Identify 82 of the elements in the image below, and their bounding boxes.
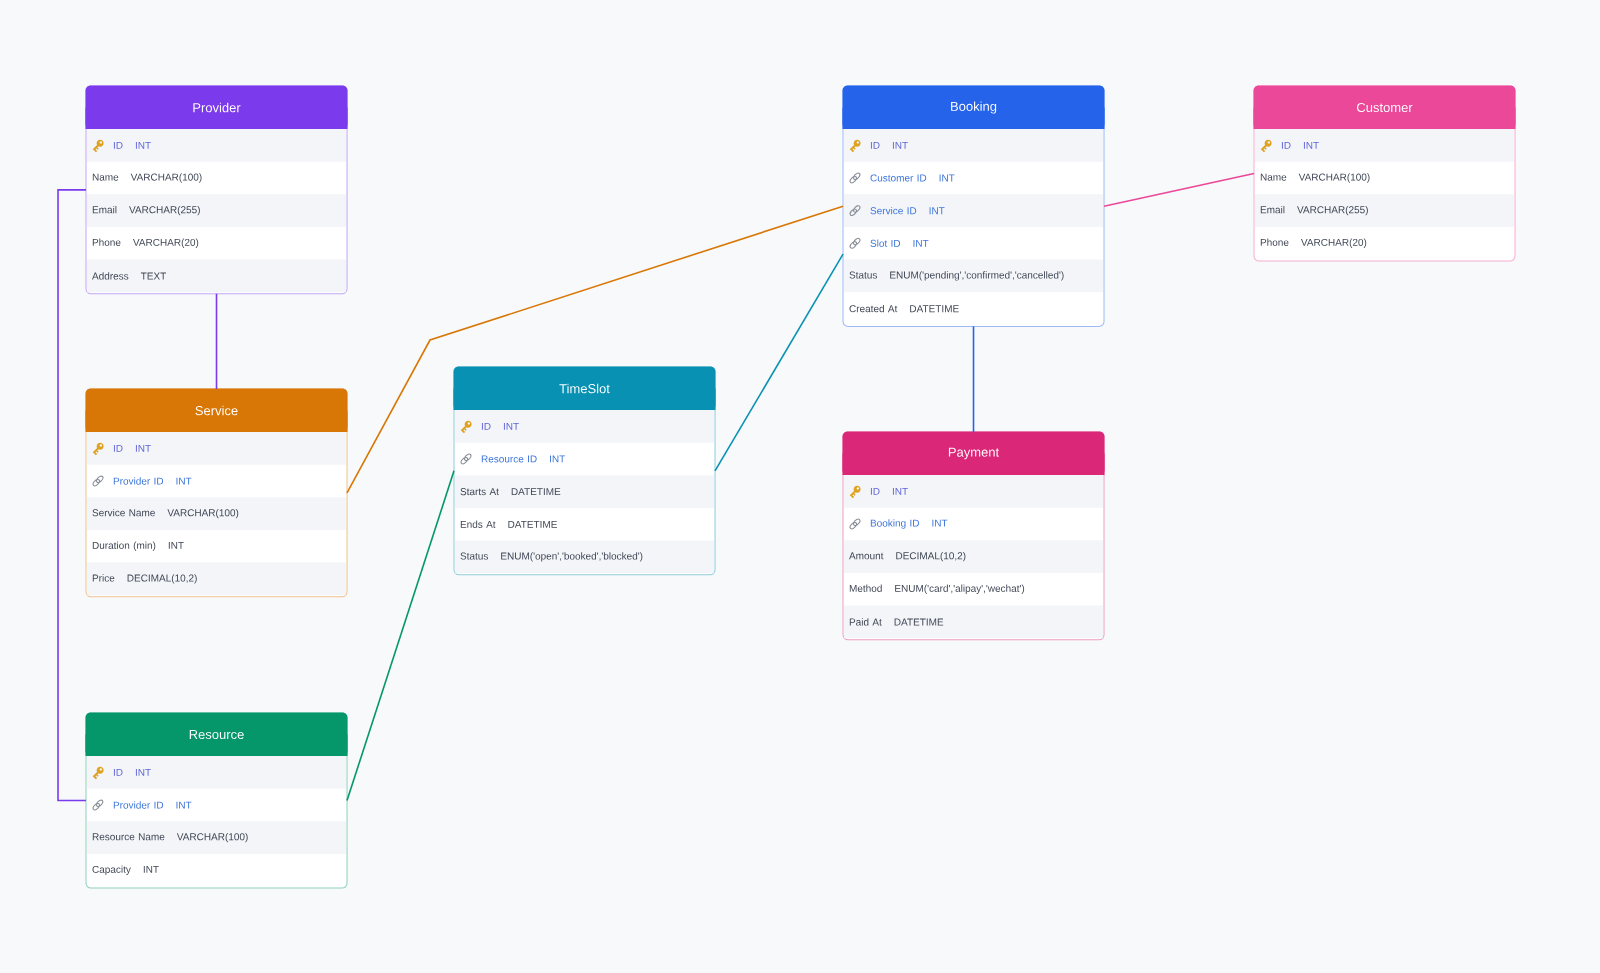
field-name: Duration (min) [92, 541, 156, 551]
field-type: DATETIME [910, 305, 959, 313]
field-type: INT [939, 174, 955, 182]
field-type: INT [143, 865, 159, 873]
field-name: Resource ID [481, 455, 537, 463]
field-type: ENUM('card','alipay','wechat') [895, 584, 1025, 594]
field-name: Paid At [849, 618, 882, 626]
field-name: Provider ID [113, 801, 164, 809]
connector-line [1103, 172, 1255, 207]
field-name: Status [849, 271, 877, 279]
connector-line [346, 470, 455, 802]
field-name: ID [1281, 141, 1291, 149]
connector-line [714, 253, 844, 472]
field-name: Email [1260, 205, 1285, 214]
field-type: INT [135, 768, 151, 776]
field-name: Address [92, 272, 129, 280]
field-name: Resource Name [92, 833, 165, 841]
field-type: DECIMAL(10,2) [127, 574, 197, 584]
field-name: Amount [849, 552, 884, 560]
field-name: Capacity [92, 865, 131, 875]
field-name: Ends At [460, 520, 496, 528]
field-name: ID [481, 422, 491, 430]
connector-line [57, 189, 87, 802]
field-type: INT [892, 487, 908, 495]
connector-line [215, 292, 218, 390]
field-type: DECIMAL(10,2) [896, 551, 966, 562]
field-name: Status [460, 552, 488, 560]
field-type: VARCHAR(255) [1297, 205, 1368, 216]
field-name: ID [113, 444, 123, 452]
field-name: Starts At [460, 488, 499, 496]
field-name: Name [92, 173, 119, 181]
field-name: Booking ID [870, 519, 919, 529]
field-type: VARCHAR(100) [130, 173, 202, 183]
field-type: INT [168, 541, 184, 549]
field-type: VARCHAR(20) [1300, 238, 1367, 248]
field-type: ENUM('pending','confirmed','cancelled') [890, 271, 1064, 281]
field-name: Provider ID [113, 477, 164, 485]
field-type: VARCHAR(100) [167, 508, 239, 519]
table-header: Customer [1253, 85, 1516, 129]
field-name: Email [92, 205, 117, 214]
field-type: DATETIME [508, 520, 557, 528]
connector-line [972, 325, 975, 433]
field-name: Created At [849, 304, 898, 313]
field-type: INT [913, 239, 929, 247]
field-name: Service Name [92, 508, 155, 517]
field-type: INT [176, 477, 192, 485]
field-type: VARCHAR(100) [1298, 173, 1370, 183]
field-name: Method [849, 584, 882, 592]
field-name: Phone [1260, 238, 1289, 246]
field-name: ID [113, 768, 123, 776]
field-type: INT [892, 141, 908, 149]
field-type: INT [932, 519, 948, 527]
field-type: INT [503, 422, 519, 430]
field-type: TEXT [140, 272, 167, 280]
field-type: ENUM('open','booked','blocked') [501, 552, 643, 562]
table-header: TimeSlot [453, 366, 716, 410]
field-type: VARCHAR(100) [176, 832, 248, 843]
field-name: Slot ID [870, 239, 901, 247]
field-type: INT [1303, 141, 1319, 149]
field-type: DATETIME [894, 618, 944, 626]
field-type: VARCHAR(20) [132, 238, 199, 248]
field-name: Price [92, 574, 115, 582]
field-name: ID [870, 141, 880, 149]
table-header: Resource [85, 712, 348, 756]
table-header: Service [85, 388, 348, 432]
field-name: Customer ID [870, 174, 927, 182]
field-name: Name [1260, 173, 1287, 181]
table-header: Provider [85, 85, 348, 129]
field-type: DATETIME [511, 488, 561, 496]
table-header: Payment [842, 431, 1105, 475]
table-header: Booking [842, 85, 1105, 129]
field-name: Service ID [870, 206, 917, 215]
field-type: VARCHAR(255) [129, 205, 200, 216]
field-type: INT [929, 207, 945, 215]
field-name: ID [870, 487, 880, 495]
field-type: INT [550, 455, 565, 463]
field-name: Phone [92, 238, 121, 246]
field-type: INT [135, 444, 151, 452]
field-type: INT [176, 801, 192, 809]
connector-line [346, 205, 844, 494]
field-name: ID [113, 141, 123, 149]
field-type: INT [135, 141, 151, 149]
